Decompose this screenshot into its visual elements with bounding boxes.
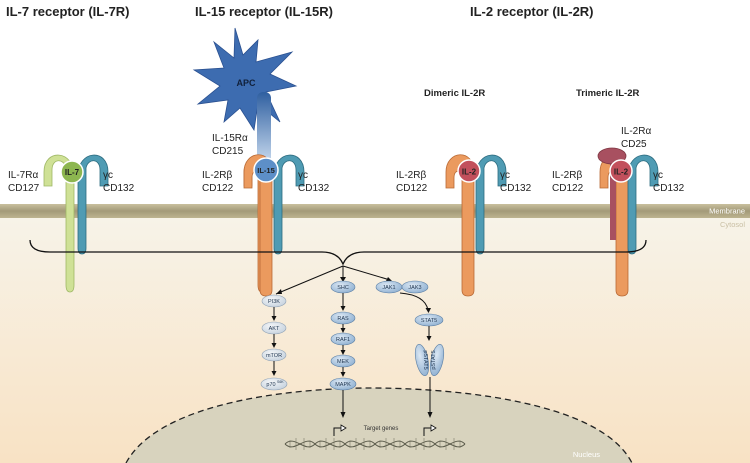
ras-label: RAS: [337, 316, 349, 322]
dimeric-rbeta-label: IL-2Rβ: [396, 170, 426, 181]
trimeric-il2-ligand: [609, 159, 633, 183]
il7-ligand-label: IL-7: [65, 168, 80, 177]
il15-cd132-label: CD132: [298, 183, 330, 194]
dimeric-gc-label: γc: [500, 170, 510, 181]
dimeric-gamma-chain: [475, 154, 507, 255]
il7-gc-label: γc: [103, 170, 113, 181]
mapk-pathway: SHC RAS RAF1 MEK MAPK: [329, 280, 357, 418]
pstat5-node-a: [414, 343, 430, 377]
dimeric-cd122-label: CD122: [396, 183, 428, 194]
stat5-label: STAT5: [421, 318, 437, 324]
il15-cd215-label: CD215: [212, 146, 244, 157]
target-genes-label: Target genes: [364, 426, 399, 432]
trimeric-cd132-label: CD132: [653, 183, 685, 194]
trimeric-il2-label: IL-2: [614, 168, 629, 177]
trimeric-rbeta-label: IL-2Rβ: [552, 170, 582, 181]
dimeric-cd132-label: CD132: [500, 183, 532, 194]
il7-gamma-chain: [77, 154, 109, 255]
trimeric-alpha-stalk: [610, 160, 616, 240]
mapk-label: MAPK: [335, 382, 351, 388]
trimeric-il2r: IL-2 IL-2Rα CD25 IL-2Rβ CD122 γc CD132: [552, 126, 685, 297]
convergence-brace: [29, 239, 647, 266]
il15-ralpha-label: IL-15Rα: [212, 133, 248, 144]
il7-cd132-label: CD132: [103, 183, 135, 194]
shc-label: SHC: [337, 285, 349, 291]
trimeric-gc-label: γc: [653, 170, 663, 181]
il7-receptor: IL-7 IL-7Rα CD127 γc CD132: [8, 154, 135, 293]
pi3k-label: PI3K: [268, 299, 280, 305]
il7-cd127-label: CD127: [8, 183, 40, 194]
pstat5-label-a: pSTAT5: [422, 350, 428, 369]
title-il2r: IL-2 receptor (IL-2R): [470, 4, 594, 19]
jak-stat-pathway: JAK1 JAK3 STAT5 pSTAT5 pSTAT5: [375, 280, 445, 418]
subtitle-trimeric: Trimeric IL-2R: [576, 88, 639, 99]
trimeric-ralpha-label: IL-2Rα: [621, 126, 651, 137]
dimeric-il2r: IL-2 IL-2Rβ CD122 γc CD132: [396, 154, 532, 297]
dimeric-il2-label: IL-2: [462, 168, 477, 177]
membrane-label: Membrane: [709, 207, 745, 216]
dna-rungs: [289, 438, 461, 450]
trimeric-cd25-label: CD25: [621, 139, 647, 150]
il15-gamma-chain: [273, 154, 305, 255]
pi3k-pathway: PI3K AKT mTOR p70 S6K: [260, 294, 288, 391]
raf1-label: RAF1: [336, 337, 350, 343]
subtitle-dimeric: Dimeric IL-2R: [424, 88, 485, 99]
branch-arrowheads: [276, 277, 392, 294]
nucleus: [126, 388, 632, 463]
il15-rbeta-label: IL-2Rβ: [202, 170, 232, 181]
il15-cd122-label: CD122: [202, 183, 234, 194]
dna-helix: [284, 440, 466, 448]
il7-ralpha-label: IL-7Rα: [8, 170, 38, 181]
title-il7r: IL-7 receptor (IL-7R): [6, 4, 130, 19]
akt-label: AKT: [269, 326, 280, 332]
il7-ligand: [60, 160, 84, 184]
mtor-label: mTOR: [266, 353, 282, 359]
promoter-arrowheads: [340, 424, 437, 432]
title-il15r: IL-15 receptor (IL-15R): [195, 4, 333, 19]
nuclear-envelope: [125, 387, 633, 463]
jak1-label: JAK1: [382, 285, 395, 291]
mek-label: MEK: [337, 359, 349, 365]
trimeric-gamma-chain: [627, 154, 659, 255]
il15-ligand-label: IL-15: [257, 166, 275, 175]
trimeric-cd122-label: CD122: [552, 183, 584, 194]
il15-ligand: [253, 157, 279, 183]
pstat5-label-b: pSTAT5: [431, 350, 437, 369]
nucleus-label: Nucleus: [573, 450, 600, 459]
il15-gc-label: γc: [298, 170, 308, 181]
membrane: [0, 204, 750, 218]
p70s6k-node: [260, 377, 288, 391]
p70-label: p70: [266, 382, 275, 388]
jak3-label: JAK3: [408, 285, 421, 291]
cytosol-label: Cytosol: [720, 220, 745, 229]
pstat5-node-b: [429, 343, 445, 377]
promoter-arrows: [333, 427, 433, 436]
jak3-node: [401, 280, 429, 294]
apc-label: APC: [236, 78, 256, 88]
il15-receptor: APC IL-15 IL-15Rα CD215 IL-2Rβ CD122 γc …: [192, 27, 330, 297]
dimeric-il2-ligand: [457, 159, 481, 183]
il15-ralpha-stalk: [257, 92, 271, 164]
s6k-superscript: S6K: [277, 380, 284, 384]
